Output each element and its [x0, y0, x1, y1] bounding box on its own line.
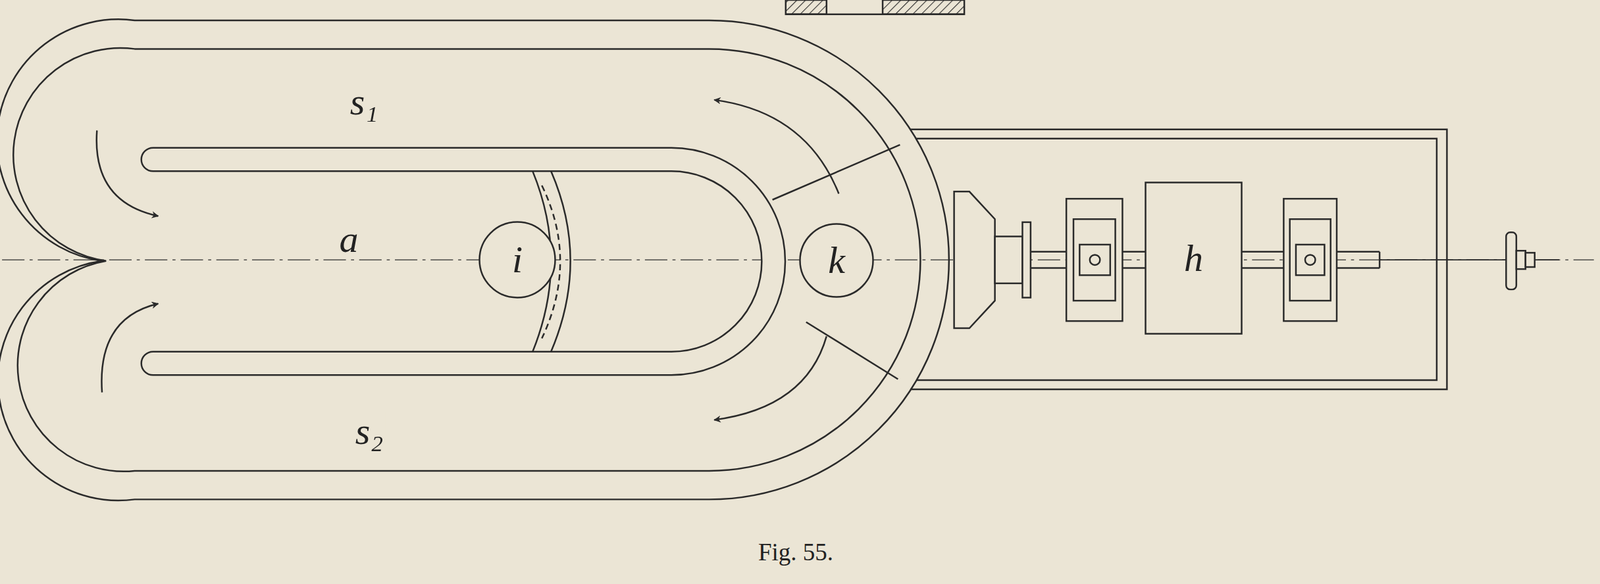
flow-arrow [714, 100, 839, 195]
flow-arrow [714, 336, 827, 420]
backfall-line [772, 144, 901, 201]
housing-outer [910, 129, 1448, 390]
trough-inner-wall [13, 48, 921, 472]
flow-arrow [96, 130, 159, 216]
bearing [1283, 198, 1337, 322]
part-letter: k [825, 241, 848, 280]
wall-bracket [954, 191, 996, 329]
hatched-section [882, 0, 965, 15]
node-outline [800, 224, 874, 298]
section-line [785, 13, 965, 15]
bearing-bush [1295, 244, 1325, 276]
flange-disk [1022, 222, 1031, 299]
coupling [995, 236, 1023, 284]
circle-node: k [799, 223, 875, 299]
box-node: h [1144, 181, 1243, 336]
bearing-hole [1089, 254, 1101, 265]
circle-node: i [478, 221, 557, 299]
bearing-cap [1290, 219, 1331, 301]
center-line [1, 259, 1595, 261]
midfeather [141, 148, 786, 376]
hatched-section [785, 0, 827, 15]
channel-label: a [337, 220, 361, 259]
channel-label: s₂ [353, 412, 386, 451]
figure-caption: Fig. 55. [756, 540, 836, 565]
channel-label: s₁ [348, 82, 381, 122]
node-outline [1145, 182, 1242, 335]
part-letter: i [510, 240, 525, 280]
trough-outer-wall [0, 19, 950, 501]
bearing [1066, 198, 1123, 322]
handwheel [1505, 232, 1517, 290]
bearing-hole [1305, 254, 1316, 265]
flow-arrow [101, 304, 158, 393]
backfall-line [806, 322, 899, 380]
handwheel-hub [1516, 250, 1526, 270]
bearing-cap [1073, 219, 1116, 301]
node-outline [479, 222, 556, 299]
housing-inner [916, 138, 1437, 381]
nut [1525, 252, 1535, 268]
part-letter: h [1182, 239, 1206, 278]
bearing-bush [1079, 244, 1111, 276]
